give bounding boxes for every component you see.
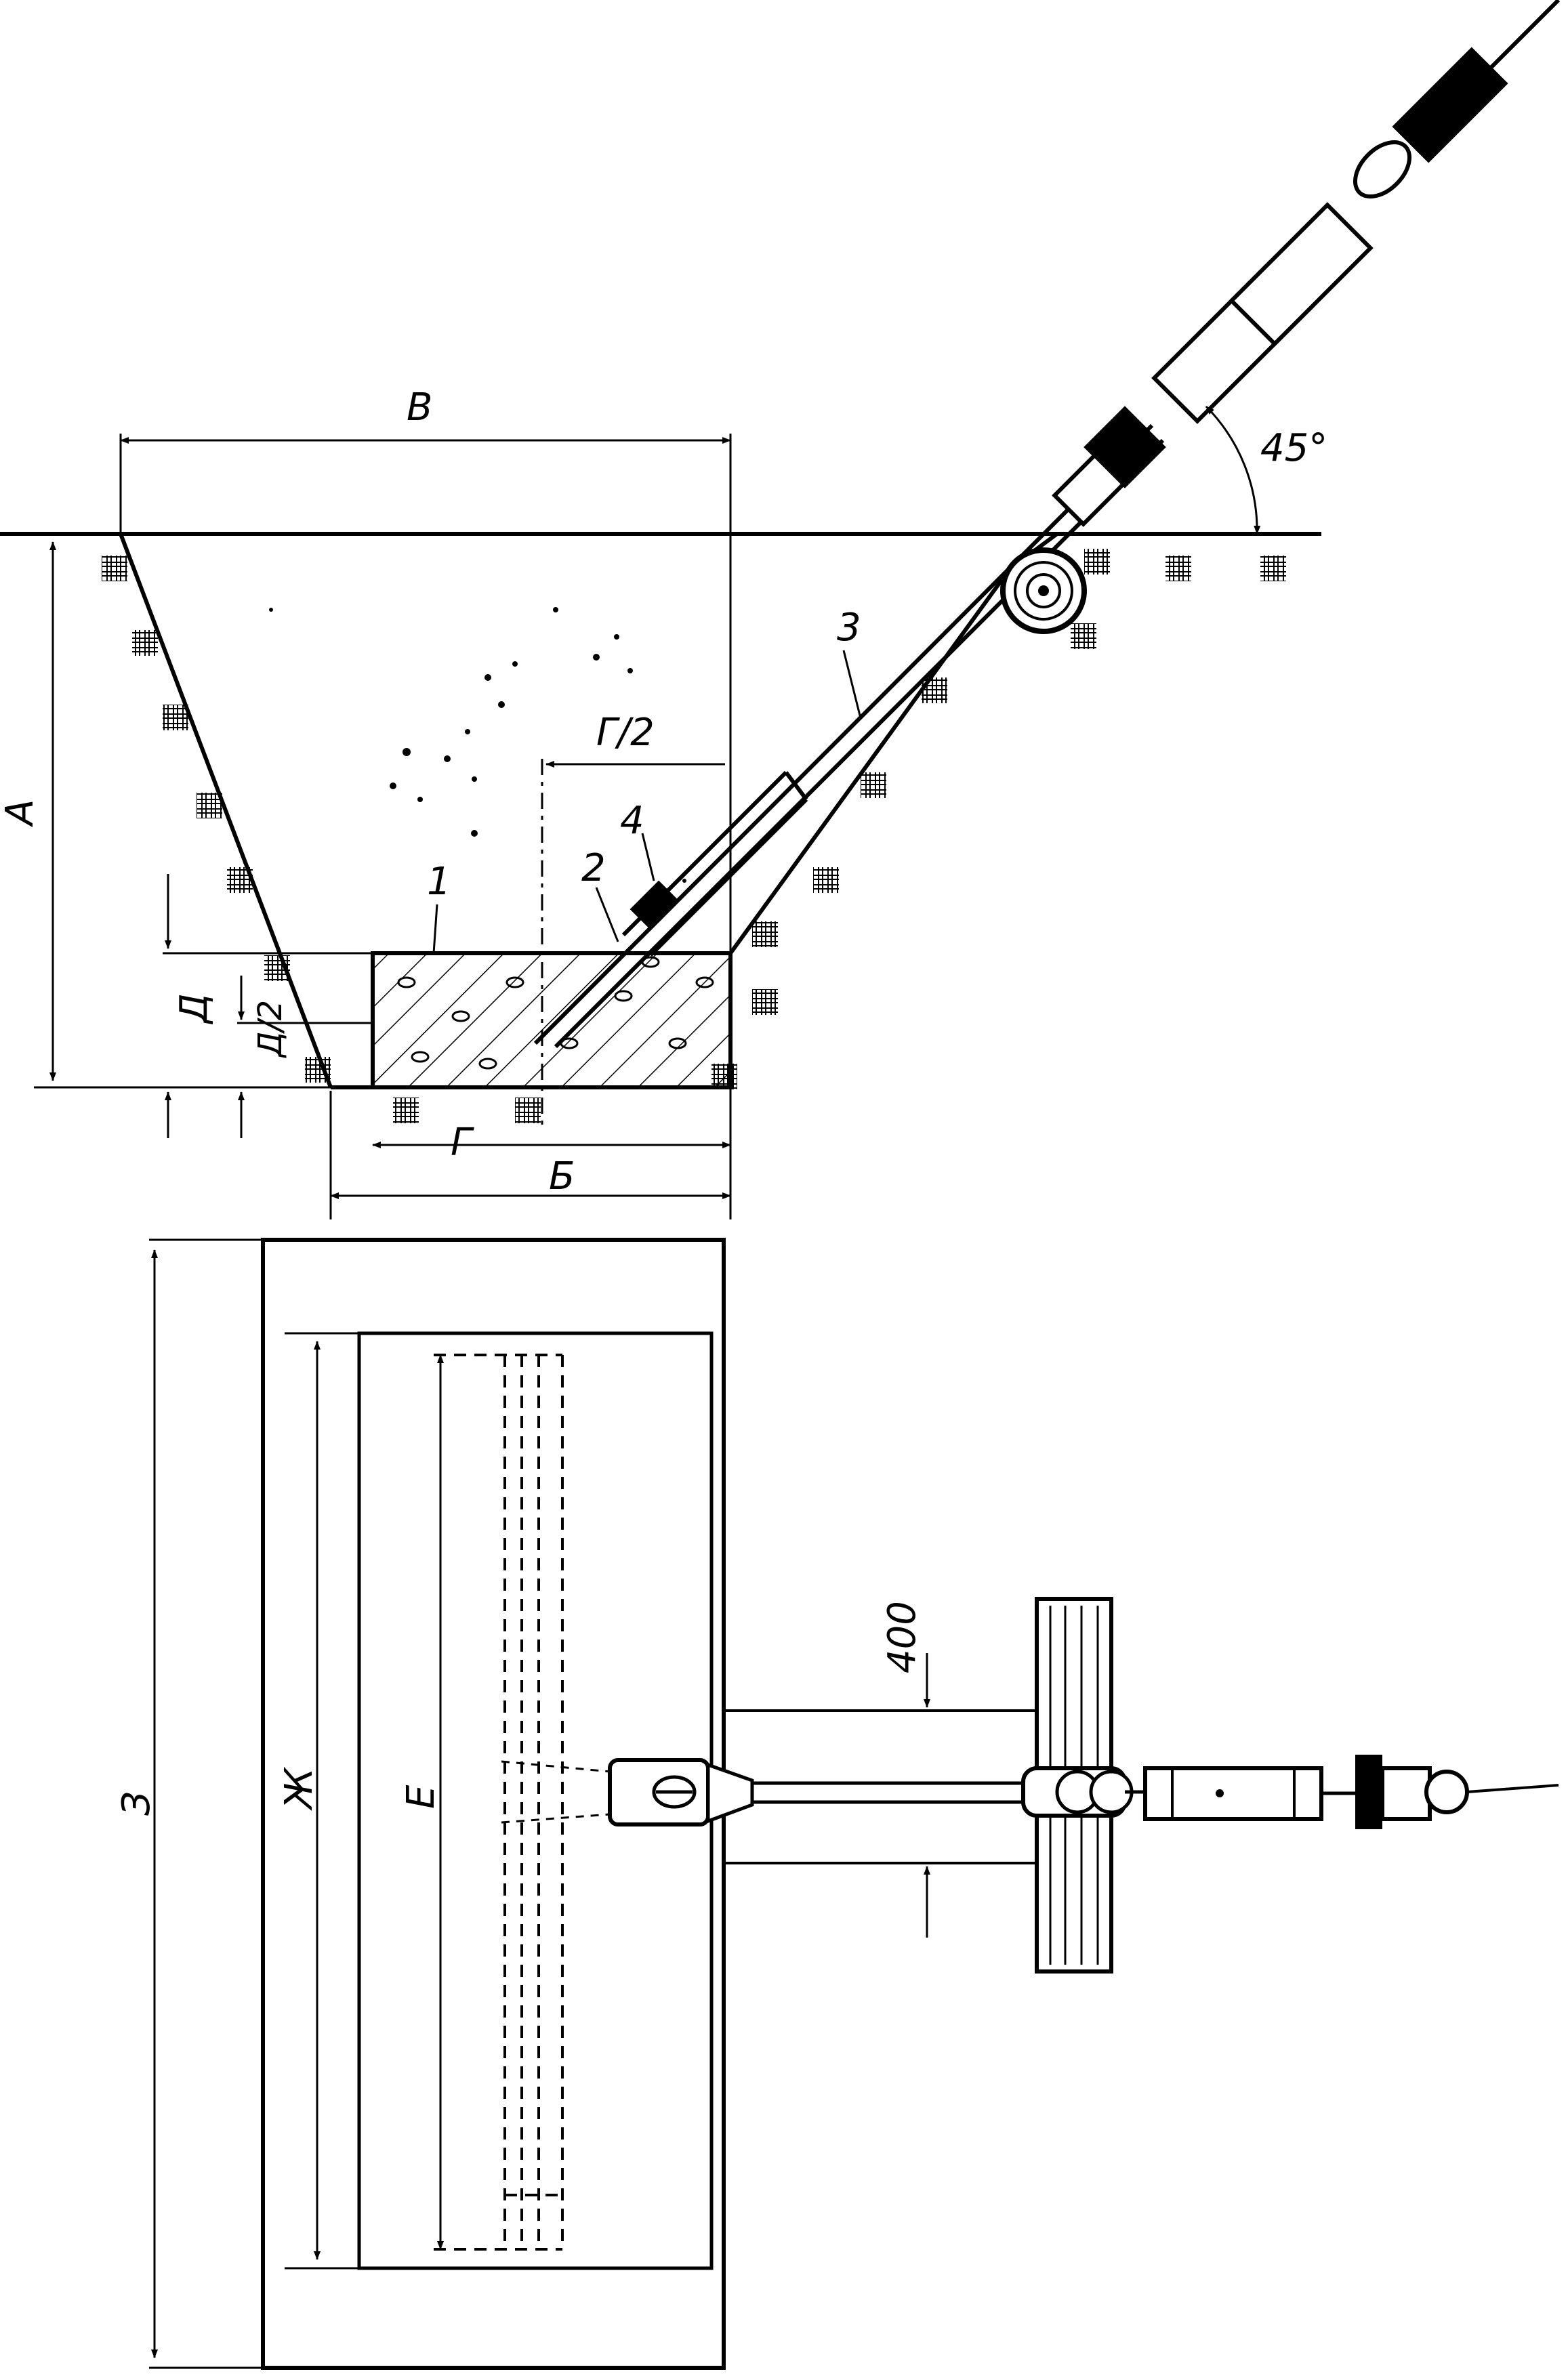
section-view: 45° В А Д Д/2 Г/2: [0, 0, 1561, 1219]
svg-text:Г: Г: [451, 1121, 474, 1165]
svg-text:Д: Д: [172, 993, 216, 1025]
svg-text:1: 1: [427, 860, 451, 904]
rod-plan: [501, 1755, 1559, 1829]
svg-text:А: А: [0, 799, 42, 827]
svg-text:2: 2: [581, 846, 606, 890]
dim-g2: Г/2: [545, 711, 725, 768]
plan-view: З Ж Е 400: [115, 1238, 1559, 2370]
svg-text:Б: Б: [549, 1154, 575, 1198]
svg-text:4: 4: [620, 799, 644, 843]
angle-label: 45°: [1260, 426, 1327, 470]
svg-text:400: 400: [880, 1601, 924, 1673]
svg-text:Д/2: Д/2: [251, 1000, 289, 1058]
log-end: [1000, 547, 1087, 634]
rod-hidden-lines: [434, 1354, 564, 2251]
svg-text:3: 3: [837, 606, 861, 650]
svg-text:Г/2: Г/2: [596, 711, 655, 755]
svg-text:Ж: Ж: [277, 1766, 321, 1811]
anchor-rod: [533, 423, 1165, 1049]
soil-right: [752, 549, 1286, 1015]
dim-z: З: [115, 1238, 263, 2369]
svg-text:Е: Е: [399, 1784, 443, 1809]
guy-hardware: [1052, 0, 1561, 527]
plan-trench: [724, 1709, 1044, 1864]
anchor-block: [371, 951, 733, 1089]
dim-b: Б: [329, 1091, 731, 1219]
dim-d: Д Д/2: [163, 874, 373, 1138]
dim-g: Г: [372, 1121, 731, 1165]
dim-zh: Ж: [277, 1341, 321, 2260]
dim-e: Е: [399, 1354, 444, 2250]
dim-a: А: [0, 541, 332, 1089]
soil-left: [102, 556, 737, 1123]
callouts: 1 2 3 4: [427, 606, 862, 954]
dim-400: 400: [880, 1601, 930, 1938]
angle-arc: [1205, 405, 1261, 535]
backfill: [269, 607, 686, 910]
svg-text:З: З: [115, 1791, 159, 1816]
svg-text:В: В: [407, 385, 432, 430]
dim-v: В: [120, 385, 731, 444]
